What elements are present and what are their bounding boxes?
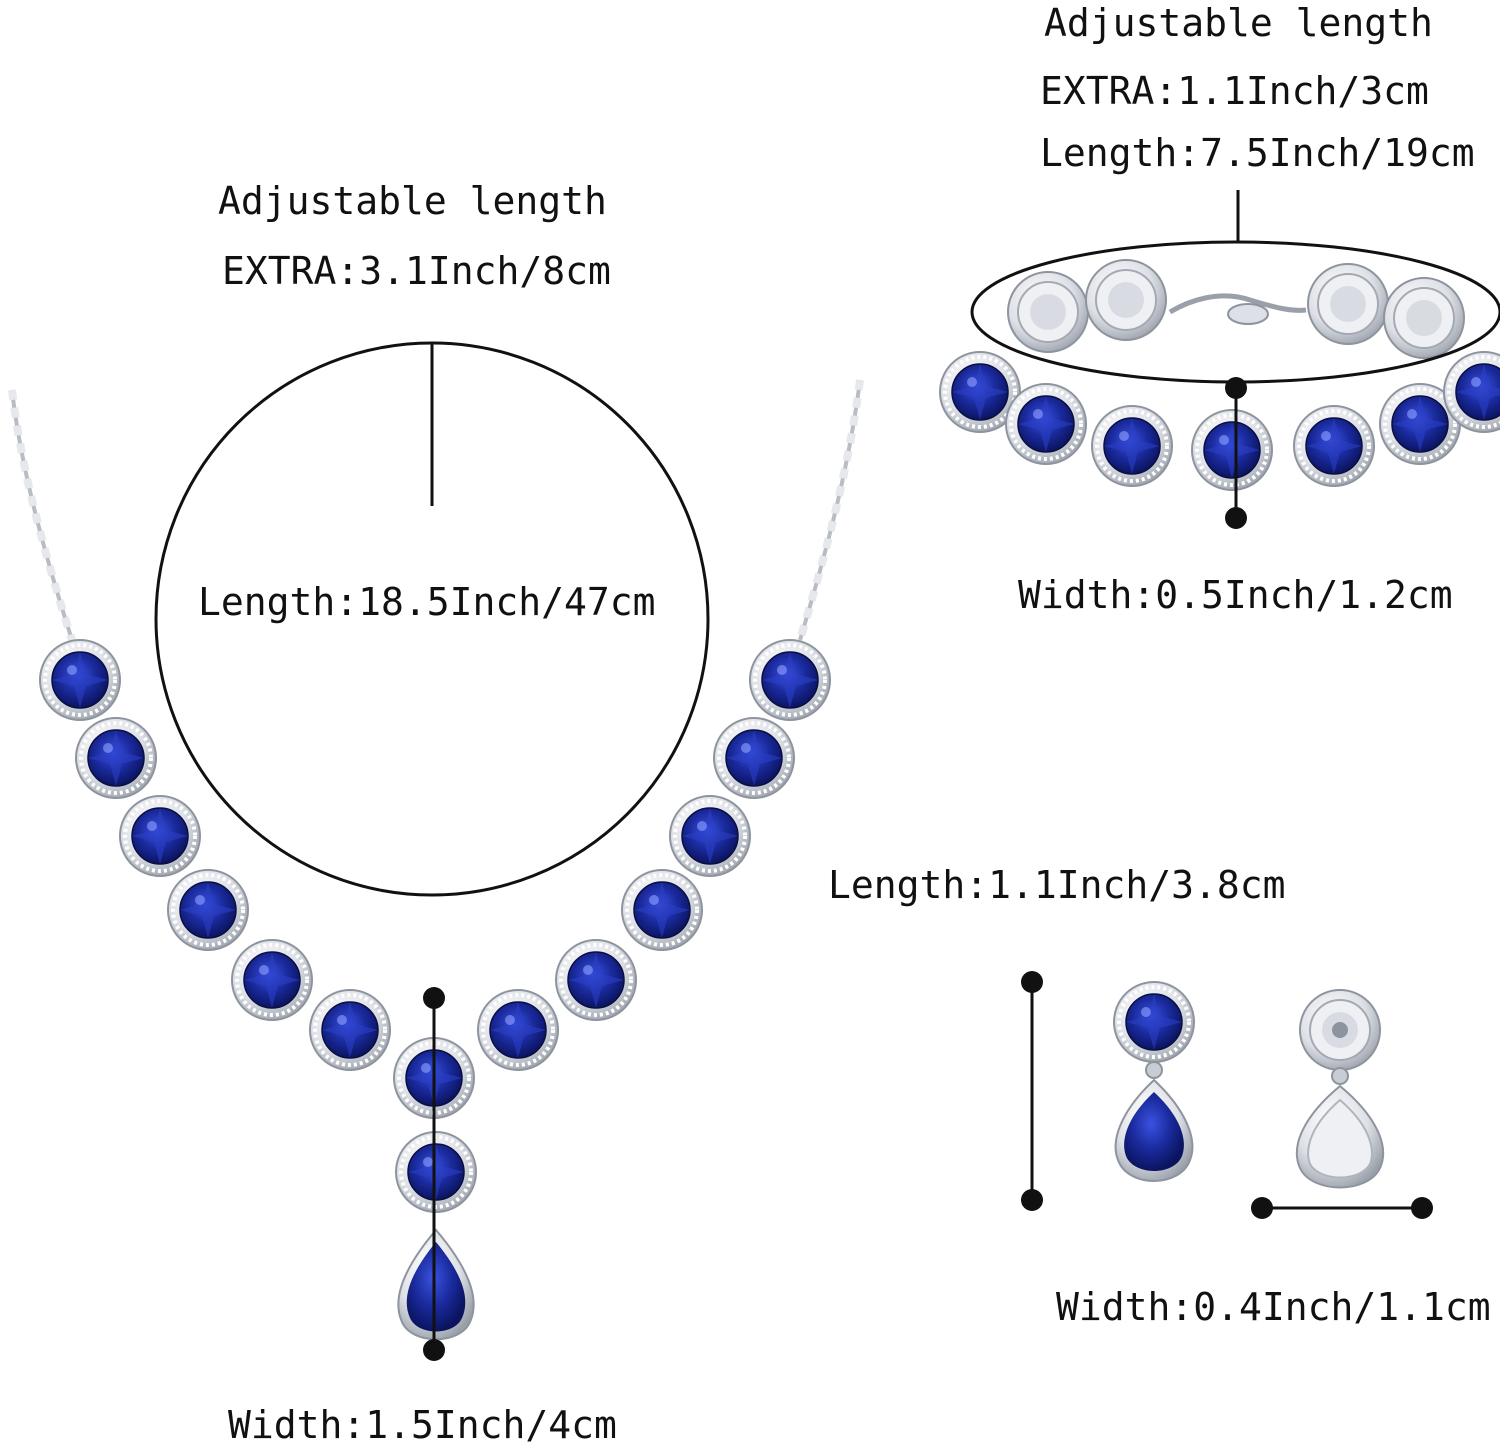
earring-width-label: Width:0.4Inch/1.1cm [1056, 1285, 1491, 1329]
earring-width-dot-left [1251, 1197, 1273, 1219]
necklace-width-label: Width:1.5Inch/4cm [228, 1403, 617, 1447]
bracelet-front-stones [938, 350, 1500, 492]
necklace-measure [154, 341, 710, 1350]
necklace-chain [8, 379, 864, 642]
necklace-adjustable-label: Adjustable length [218, 179, 607, 223]
necklace-extra-label: EXTRA:3.1Inch/8cm [222, 249, 611, 293]
earring-back [1295, 989, 1385, 1189]
bracelet-width-label: Width:0.5Inch/1.2cm [1018, 573, 1453, 617]
earring-front [1112, 980, 1196, 1182]
necklace-width-dot-top [423, 987, 445, 1009]
earring-length-dot-bottom [1021, 1189, 1043, 1211]
necklace-stones [38, 638, 832, 1341]
bracelet-adjustable-label: Adjustable length [1044, 1, 1433, 45]
bracelet-extra-label: EXTRA:1.1Inch/3cm [1040, 69, 1429, 113]
bracelet-back-stones [1007, 259, 1465, 359]
earring-length-label: Length:1.1Inch/3.8cm [828, 863, 1286, 907]
necklace-width-dot-bottom [423, 1339, 445, 1361]
earring-length-dot-top [1021, 971, 1043, 993]
bracelet-width-dot-bottom [1225, 507, 1247, 529]
earring-measure [1030, 982, 1422, 1210]
necklace-length-label: Length:18.5Inch/47cm [198, 580, 656, 624]
bracelet-length-label: Length:7.5Inch/19cm [1040, 131, 1475, 175]
earring-width-dot-right [1411, 1197, 1433, 1219]
bracelet-width-dot-top [1225, 377, 1247, 399]
